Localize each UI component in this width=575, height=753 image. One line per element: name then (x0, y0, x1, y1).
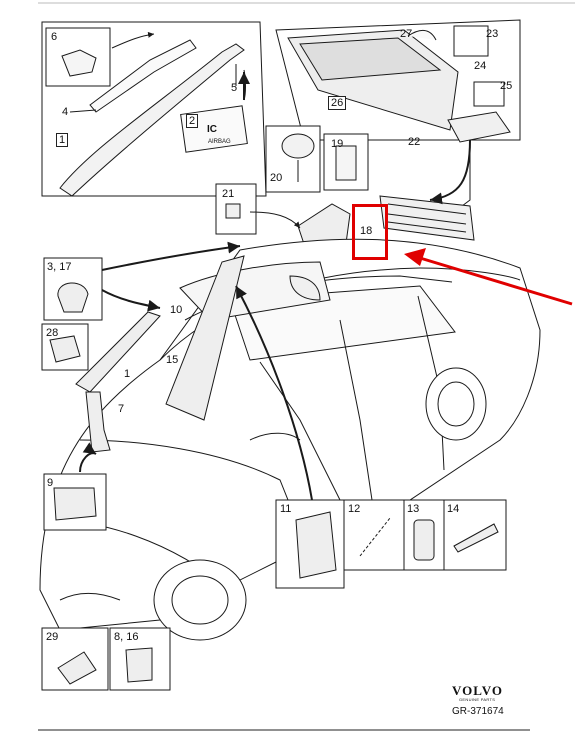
callout-22: 22 (408, 136, 421, 148)
car-body (39, 238, 541, 641)
callout-10: 10 (170, 304, 183, 316)
bracket-22 (447, 111, 511, 143)
airbag-text: AIRBAG (208, 139, 231, 145)
genuine-parts-tagline: GENUINE PARTS (459, 697, 496, 702)
callout-21: 21 (222, 188, 235, 200)
callout-25: 25 (500, 80, 513, 92)
callout-12: 12 (348, 503, 361, 515)
inset-14 (443, 499, 507, 571)
red-pointer-arrow (419, 256, 573, 306)
callout-19: 19 (331, 138, 344, 150)
callout-1-top: 1 (56, 133, 69, 147)
pillar-trim-1 (75, 311, 161, 393)
callout-29: 29 (46, 631, 59, 643)
clip-25 (473, 81, 505, 107)
callout-13: 13 (407, 503, 420, 515)
callout-24: 24 (474, 60, 487, 72)
callout-26: 26 (328, 96, 347, 110)
pillar-trim-7 (85, 391, 111, 453)
diagram-reference: GR-371674 (452, 706, 504, 717)
callout-14: 14 (447, 503, 460, 515)
callout-20: 20 (270, 172, 283, 184)
callout-18: 18 (360, 225, 373, 237)
callout-8-16: 8, 16 (114, 631, 139, 643)
a-pillar-trim (59, 43, 245, 197)
callout-9: 9 (47, 477, 54, 489)
pillar-trim-15 (165, 255, 245, 421)
callout-2: 2 (186, 114, 199, 128)
callout-4: 4 (62, 106, 69, 118)
airbag-logo: IC (207, 124, 217, 135)
callout-5: 5 (231, 82, 238, 94)
volvo-logo: VOLVO (452, 683, 503, 698)
callout-1: 1 (124, 368, 131, 380)
inset-12 (343, 499, 405, 571)
callout-11: 11 (280, 503, 292, 515)
callout-6: 6 (51, 31, 58, 43)
callout-15: 15 (166, 354, 179, 366)
inset-19 (323, 133, 369, 191)
roof-rail (379, 195, 475, 241)
callout-7: 7 (118, 403, 125, 415)
clip-23 (453, 25, 489, 57)
callout-27: 27 (400, 28, 413, 40)
callout-28: 28 (46, 327, 59, 339)
highlight-box-18 (352, 204, 388, 260)
callout-3-17: 3, 17 (47, 261, 72, 273)
callout-23: 23 (486, 28, 499, 40)
